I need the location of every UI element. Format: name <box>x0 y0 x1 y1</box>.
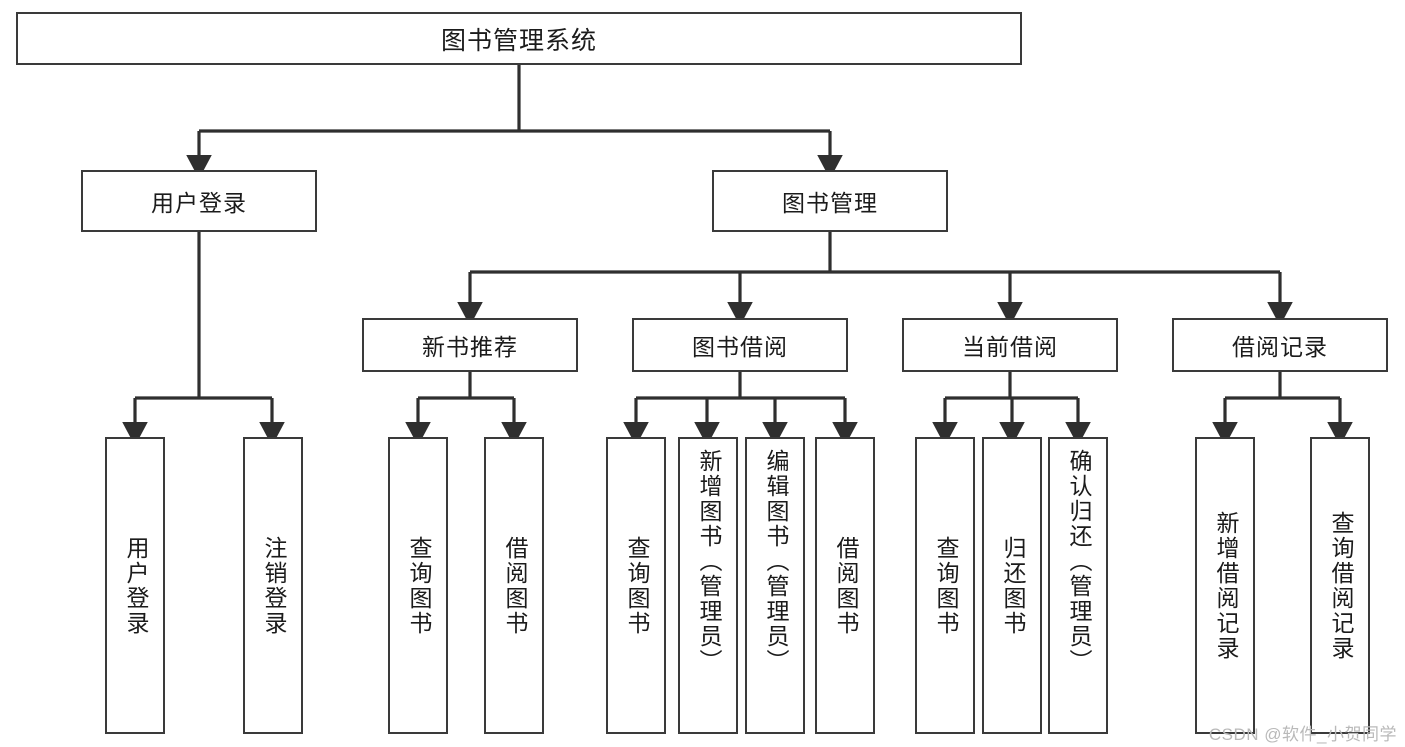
leaf-confirm-return-admin[interactable]: 确认归还（管理员） <box>1048 437 1108 734</box>
node-user-login[interactable]: 用户登录 <box>81 170 317 232</box>
leaf-label: 确认归还（管理员） <box>1065 449 1092 674</box>
node-book-borrow[interactable]: 图书借阅 <box>632 318 848 372</box>
node-label: 图书管理 <box>782 190 878 216</box>
leaf-label: 查询图书 <box>405 535 432 636</box>
leaf-label: 借阅图书 <box>501 535 528 636</box>
node-root-book-management-system[interactable]: 图书管理系统 <box>16 12 1022 65</box>
node-label: 当前借阅 <box>962 334 1058 360</box>
leaf-user-login[interactable]: 用户登录 <box>105 437 165 734</box>
node-borrow-record[interactable]: 借阅记录 <box>1172 318 1388 372</box>
node-label: 借阅记录 <box>1232 334 1328 360</box>
leaf-label: 用户登录 <box>122 535 149 636</box>
node-new-book-recommend[interactable]: 新书推荐 <box>362 318 578 372</box>
node-label: 图书管理系统 <box>440 26 597 55</box>
leaf-label: 编辑图书（管理员） <box>762 449 789 674</box>
leaf-add-borrow-record[interactable]: 新增借阅记录 <box>1195 437 1255 734</box>
leaf-query-book-recommend[interactable]: 查询图书 <box>388 437 448 734</box>
leaf-label: 归还图书 <box>999 535 1026 636</box>
node-label: 用户登录 <box>151 190 247 216</box>
csdn-watermark: CSDN @软件_小贺同学 <box>1208 725 1397 744</box>
node-book-management[interactable]: 图书管理 <box>712 170 948 232</box>
leaf-user-logout[interactable]: 注销登录 <box>243 437 303 734</box>
leaf-query-book-borrow[interactable]: 查询图书 <box>606 437 666 734</box>
leaf-label: 新增图书（管理员） <box>695 449 722 674</box>
leaf-label: 查询图书 <box>932 535 959 636</box>
leaf-query-borrow-record[interactable]: 查询借阅记录 <box>1310 437 1370 734</box>
leaf-label: 新增借阅记录 <box>1212 510 1239 661</box>
leaf-query-book-current[interactable]: 查询图书 <box>915 437 975 734</box>
leaf-edit-book-admin[interactable]: 编辑图书（管理员） <box>745 437 805 734</box>
leaf-label: 查询借阅记录 <box>1327 510 1354 661</box>
leaf-label: 注销登录 <box>260 535 287 636</box>
node-label: 新书推荐 <box>422 334 518 360</box>
node-label: 图书借阅 <box>692 334 788 360</box>
leaf-label: 借阅图书 <box>832 535 859 636</box>
leaf-borrow-book[interactable]: 借阅图书 <box>815 437 875 734</box>
leaf-label: 查询图书 <box>623 535 650 636</box>
leaf-add-book-admin[interactable]: 新增图书（管理员） <box>678 437 738 734</box>
leaf-borrow-book-recommend[interactable]: 借阅图书 <box>484 437 544 734</box>
node-current-borrow[interactable]: 当前借阅 <box>902 318 1118 372</box>
leaf-return-book[interactable]: 归还图书 <box>982 437 1042 734</box>
